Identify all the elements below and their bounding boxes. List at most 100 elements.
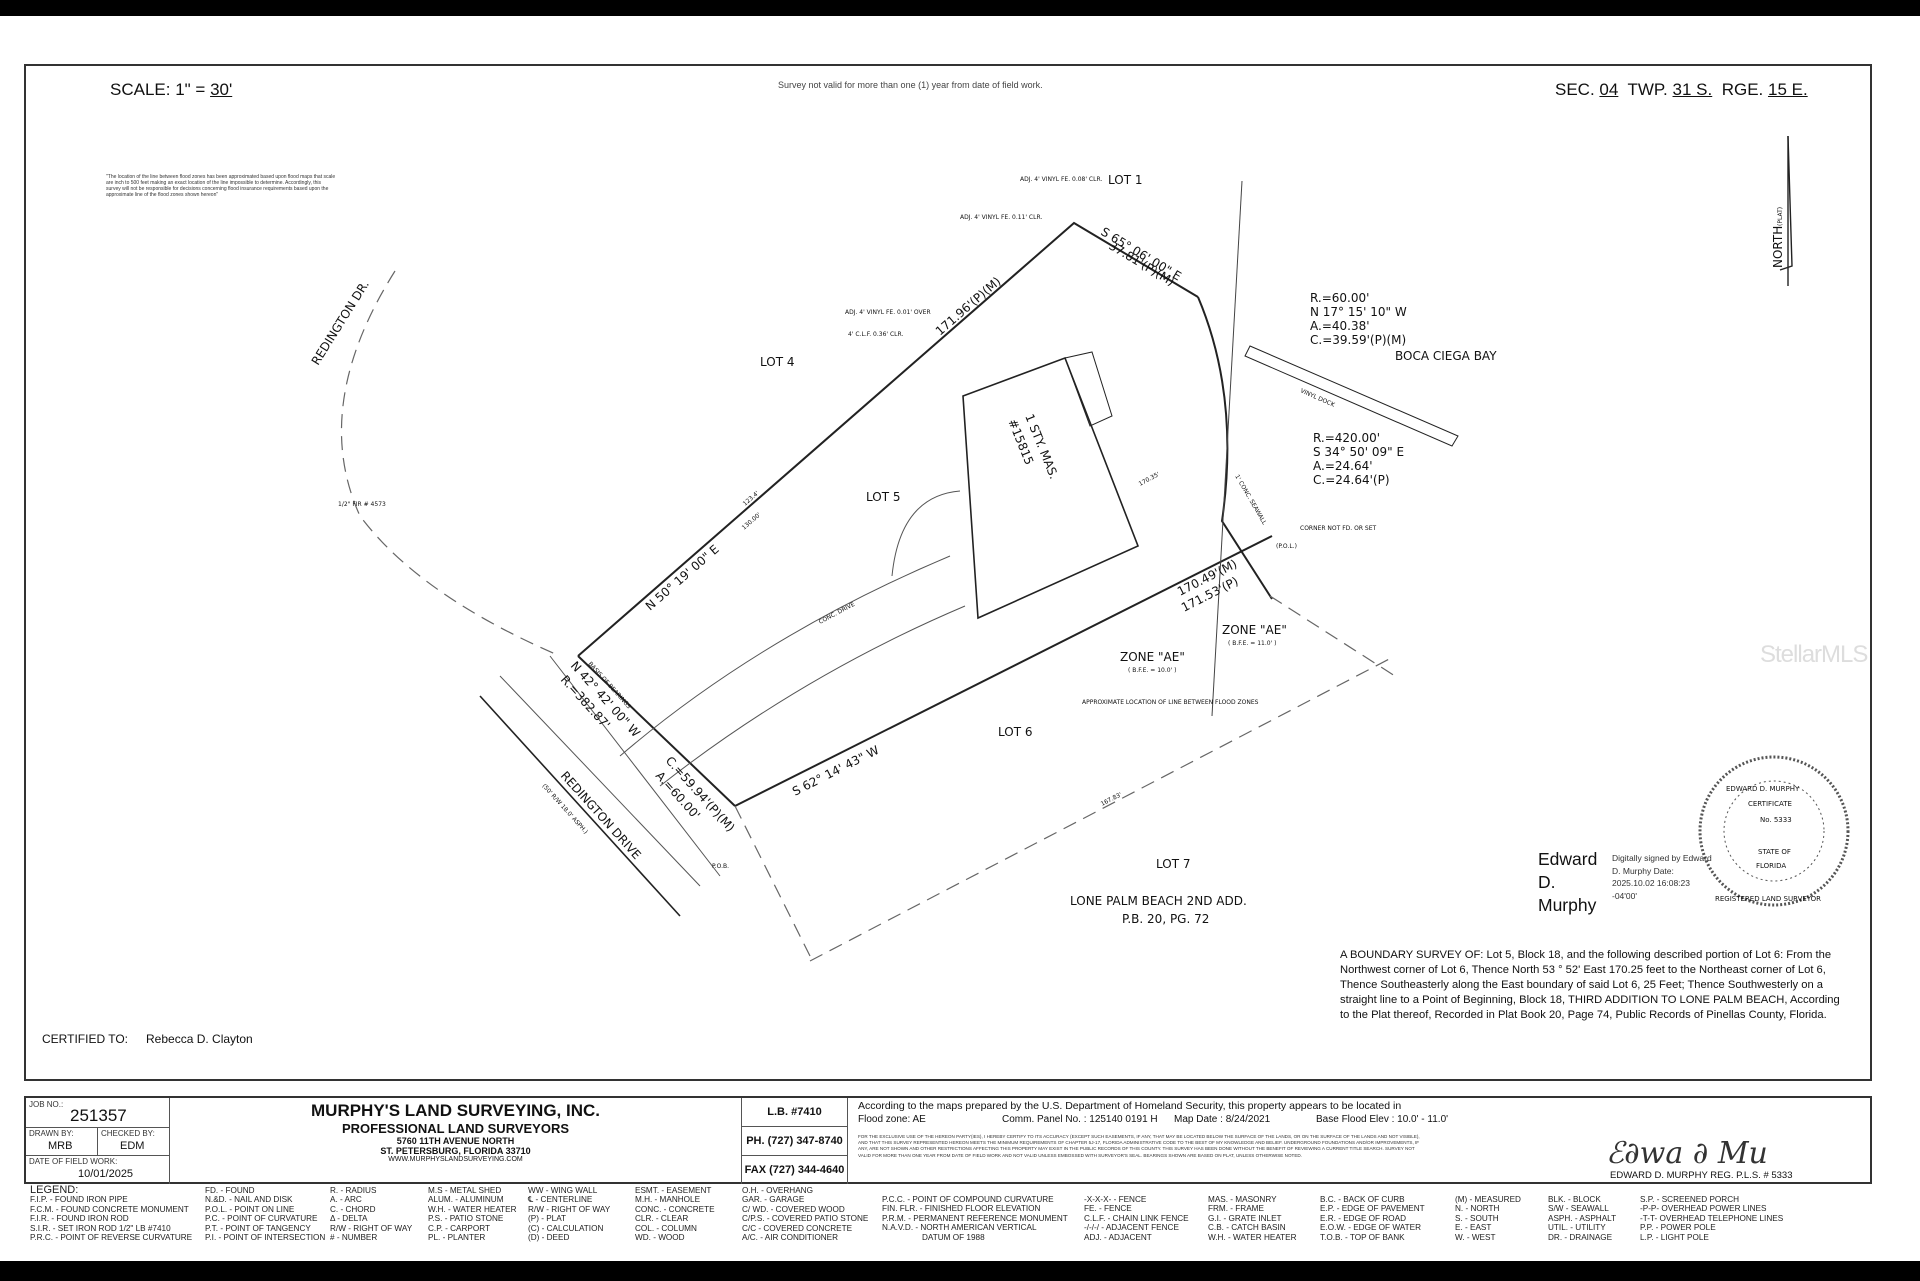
legend-column: (M) - MEASURED N. - NORTH S. - SOUTH E. … xyxy=(1455,1195,1521,1242)
legend-item: C/P.S. - COVERED PATIO STONE xyxy=(742,1214,869,1224)
legend-item: N.A.V.D. - NORTH AMERICAN VERTICAL xyxy=(882,1223,1037,1233)
fir-marker: 1/2" FIR # 4573 xyxy=(338,501,386,508)
drawn-by: MRB xyxy=(48,1140,73,1152)
date-cell: DATE OF FIELD WORK: 10/01/2025 xyxy=(26,1156,170,1184)
legend-item: S/W - SEAWALL xyxy=(1548,1204,1609,1214)
street-upper: REDINGTON DR. xyxy=(309,278,372,368)
legend-item: E.R. - EDGE OF ROAD xyxy=(1320,1213,1406,1223)
legend-item: # - NUMBER xyxy=(330,1233,378,1243)
seal-state: STATE OF xyxy=(1758,848,1791,856)
curve1-radius: R.=60.00' xyxy=(1310,291,1369,305)
seal-outer xyxy=(1698,755,1850,907)
legend-item: (P) - PLAT xyxy=(528,1214,567,1224)
legend-item: C/C - COVERED CONCRETE xyxy=(742,1223,853,1233)
flood-zone-line xyxy=(1211,180,1243,717)
legend-item: M.S - METAL SHED xyxy=(428,1186,502,1195)
checked-label: CHECKED BY: xyxy=(101,1129,155,1138)
house-footprint xyxy=(962,356,1140,620)
drawn-cell: DRAWN BY: MRB xyxy=(26,1128,98,1156)
concrete-drive xyxy=(619,555,966,787)
survey-drawing: LOT 1 LOT 4 LOT 5 LOT 6 LOT 7 BOCA CIEGA… xyxy=(309,135,1850,962)
seal-number: No. 5333 xyxy=(1760,816,1792,824)
zone-b-bfe: ( B.F.E. = 11.0' ) xyxy=(1228,640,1276,647)
legend-column: ESMT. - EASEMENT M.H. - MANHOLE CONC. - … xyxy=(635,1186,715,1242)
legend-item: A. - ARC xyxy=(330,1195,362,1205)
seal-florida: FLORIDA xyxy=(1756,862,1786,870)
job-number: 251357 xyxy=(70,1106,127,1125)
road-centerline xyxy=(479,695,681,917)
legend-item: C.B. - CATCH BASIN xyxy=(1208,1223,1286,1233)
legend-item: P.R.M. - PERMANENT REFERENCE MONUMENT xyxy=(882,1213,1068,1223)
legend-item: G.I. - GRATE INLET xyxy=(1208,1213,1282,1223)
covered-concrete xyxy=(1064,351,1113,427)
legend-column: S.P. - SCREENED PORCH -P-P- OVERHEAD POW… xyxy=(1640,1195,1783,1242)
checked-by: EDM xyxy=(120,1140,145,1152)
legend-item: P.O.L. - POINT ON LINE xyxy=(205,1204,295,1214)
legend-item: UTIL. - UTILITY xyxy=(1548,1223,1606,1233)
legend-item: CLR. - CLEAR xyxy=(635,1214,689,1224)
legend-item: FIN. FLR. - FINISHED FLOOR ELEVATION xyxy=(882,1204,1041,1214)
legend-item: (C) - CALCULATION xyxy=(528,1223,604,1233)
legend-column: O.H. - OVERHANG GAR. - GARAGE C/ WD. - C… xyxy=(742,1186,868,1242)
legend-item: C/ WD. - COVERED WOOD xyxy=(742,1204,845,1214)
legend-item: PL. - PLANTER xyxy=(428,1233,486,1243)
legend-item: B.C. - BACK OF CURB xyxy=(1320,1195,1405,1204)
legend-item: Δ - DELTA xyxy=(330,1214,368,1224)
lot7-label: LOT 7 xyxy=(1156,857,1190,871)
seal-top: EDWARD D. MURPHY xyxy=(1726,785,1800,793)
legend-column: R. - RADIUS A. - ARC C. - CHORD Δ - DELT… xyxy=(330,1186,412,1242)
handwritten-signature: ℰ∂wa ∂ Mu xyxy=(1606,1136,1768,1171)
fax-number: FAX (727) 344-4640 xyxy=(742,1156,848,1184)
redington-dr-edge xyxy=(340,270,561,657)
legend-item: -X-X-X- - FENCE xyxy=(1084,1195,1147,1204)
legend-item: C. - CHORD xyxy=(330,1204,376,1214)
legal-description: A BOUNDARY SURVEY OF: Lot 5, Block 18, a… xyxy=(1340,949,1840,1021)
zone-a-bfe: ( B.F.E. = 10.0' ) xyxy=(1128,667,1176,674)
legend-column: BLK. - BLOCK S/W - SEAWALL ASPH. - ASPHA… xyxy=(1548,1195,1616,1242)
legend-item: FD. - FOUND xyxy=(205,1186,255,1195)
section-township-range: SEC. 04 TWP. 31 S. RGE. 15 E. xyxy=(1555,80,1808,99)
field-work-date: 10/01/2025 xyxy=(78,1168,134,1180)
corner-not-found: CORNER NOT FD. OR SET xyxy=(1300,525,1377,532)
company-subtitle: PROFESSIONAL LAND SURVEYORS xyxy=(341,1121,570,1136)
water-body-label: BOCA CIEGA BAY xyxy=(1395,349,1497,363)
flood-intro: According to the maps prepared by the U.… xyxy=(858,1100,1402,1112)
community-panel: Comm. Panel No. : 125140 0191 H xyxy=(1002,1114,1158,1125)
date-label: DATE OF FIELD WORK: xyxy=(29,1157,118,1166)
job-cell: JOB NO.: 251357 xyxy=(26,1098,170,1128)
north-label: NORTH xyxy=(1771,226,1785,268)
seal-certificate: CERTIFICATE xyxy=(1748,800,1792,808)
legend-item: S.P. - SCREENED PORCH xyxy=(1640,1195,1740,1204)
flood-zone: Flood zone: AE xyxy=(858,1114,926,1125)
flood-line-note: "The location of the line between flood … xyxy=(106,174,336,198)
fence-note-3: ADJ. 4' VINYL FE. 0.01' OVER xyxy=(845,309,931,316)
legend-item: ℄ - CENTERLINE xyxy=(528,1195,593,1205)
seawall-label: 1' CONC. SEAWALL xyxy=(1233,474,1268,527)
legend-item: MAS. - MASONRY xyxy=(1208,1195,1277,1204)
nw-distance: 171.96'(P)(M) xyxy=(933,274,1004,338)
legend-item: R/W - RIGHT OF WAY xyxy=(528,1204,611,1214)
certified-to: CERTIFIED TO:Rebecca D. Clayton xyxy=(42,1032,253,1046)
legend-column: P.C.C. - POINT OF COMPOUND CURVATURE FIN… xyxy=(882,1195,1068,1242)
legend-item: ALUM. - ALUMINUM xyxy=(428,1195,504,1205)
legend-item: (M) - MEASURED xyxy=(1455,1195,1521,1204)
curve2-chord: C.=24.64'(P) xyxy=(1313,473,1390,487)
north-arrow xyxy=(1779,135,1793,271)
legend-item: N.&D. - NAIL AND DISK xyxy=(205,1195,293,1205)
legend-item: ADJ. - ADJACENT xyxy=(1084,1232,1152,1242)
legend-item: W. - WEST xyxy=(1455,1232,1496,1242)
pol-marker: (P.O.L.) xyxy=(1276,543,1297,550)
legend-column: FD. - FOUND N.&D. - NAIL AND DISK P.O.L.… xyxy=(205,1186,325,1242)
company-address-1: 5760 11TH AVENUE NORTH xyxy=(396,1136,515,1146)
legend-item: E.P. - EDGE OF PAVEMENT xyxy=(1320,1204,1425,1214)
seal-bottom: REGISTERED LAND SURVEYOR xyxy=(1715,895,1821,903)
legend-item: W.H. - WATER HEATER xyxy=(1208,1232,1297,1242)
certification-text: FOR THE EXCLUSIVE USE OF THE HEREON PART… xyxy=(858,1134,1420,1158)
company-website[interactable]: WWW.MURPHYSLANDSURVEYING.COM xyxy=(388,1156,523,1163)
phone-number: PH. (727) 347-8740 xyxy=(742,1127,848,1156)
company-address-2: ST. PETERSBURG, FLORIDA 33710 xyxy=(380,1146,531,1156)
legend-column: LEGEND: F.I.P. - FOUND IRON PIPE F.C.M. … xyxy=(30,1184,192,1242)
dim-167-83: 167.83' xyxy=(1100,791,1124,808)
subdivision-label: LONE PALM BEACH 2ND ADD. xyxy=(1070,894,1247,908)
fence-note-1: ADJ. 4' VINYL FE. 0.08' CLR. xyxy=(1020,176,1102,183)
